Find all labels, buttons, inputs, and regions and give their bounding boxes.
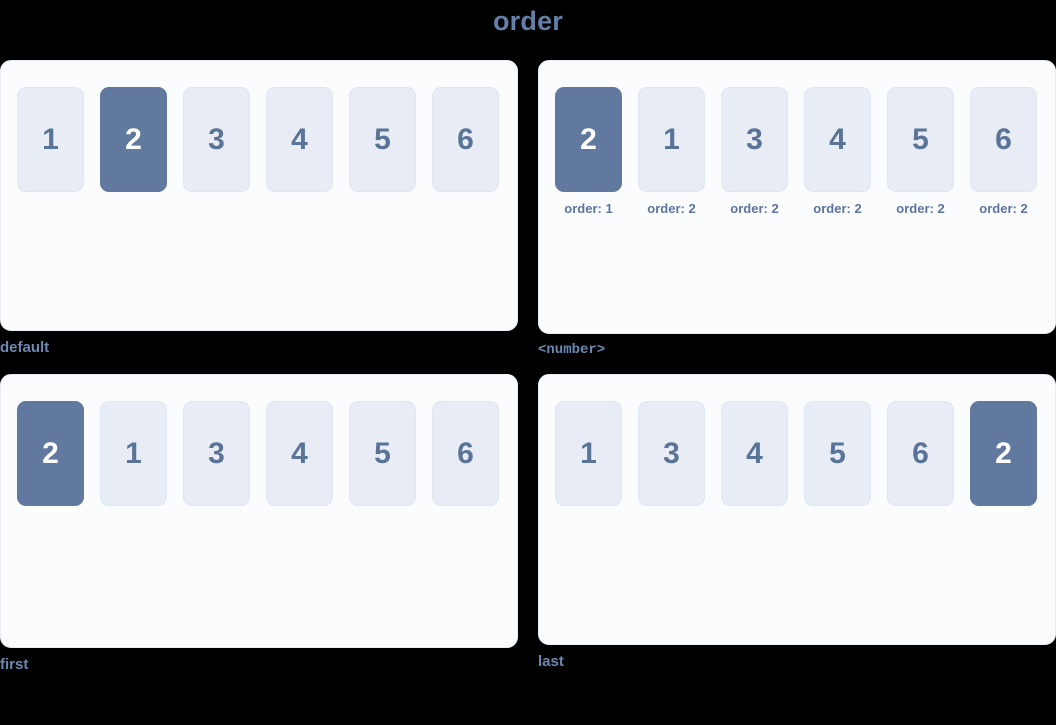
demo-panel: 1 3 4 5 6 2 (538, 374, 1056, 645)
card-item: 1 order: 2 (638, 87, 705, 217)
order-card[interactable]: 6 (432, 401, 499, 506)
demo-label: first (0, 656, 29, 673)
order-card[interactable]: 5 (349, 401, 416, 506)
order-card[interactable]: 4 (721, 401, 788, 506)
demo-grid: 1 2 3 4 5 6 (0, 60, 1056, 674)
order-note: order: 2 (730, 201, 779, 216)
card-item: 1 (100, 401, 167, 506)
order-card[interactable]: 4 (266, 87, 333, 192)
card-item: 1 (17, 87, 84, 192)
demo-last: 1 3 4 5 6 2 (538, 374, 1056, 674)
order-note: order: 2 (896, 201, 945, 216)
card-row: 1 3 4 5 6 2 (555, 401, 1055, 506)
demo-first: 2 1 3 4 5 6 (0, 374, 518, 674)
order-card[interactable]: 6 (887, 401, 954, 506)
demo-number: 2 order: 1 1 order: 2 3 order: 2 4 order… (538, 60, 1056, 360)
order-card-active[interactable]: 2 (555, 87, 622, 192)
demo-label: last (538, 653, 564, 670)
order-card[interactable]: 5 (804, 401, 871, 506)
card-row: 2 1 3 4 5 6 (17, 401, 517, 506)
order-card[interactable]: 3 (183, 401, 250, 506)
order-card[interactable]: 4 (266, 401, 333, 506)
demo-label: default (0, 339, 50, 356)
card-item: 5 (804, 401, 871, 506)
card-row: 2 order: 1 1 order: 2 3 order: 2 4 order… (555, 87, 1055, 217)
demo-panel: 2 order: 1 1 order: 2 3 order: 2 4 order… (538, 60, 1056, 334)
card-item: 6 (887, 401, 954, 506)
order-card[interactable]: 6 (970, 87, 1037, 192)
card-item: 5 order: 2 (887, 87, 954, 217)
demo-panel: 1 2 3 4 5 6 (0, 60, 518, 331)
demo-panel: 2 1 3 4 5 6 (0, 374, 518, 648)
card-item: 2 (17, 401, 84, 506)
order-card[interactable]: 1 (100, 401, 167, 506)
demo-default: 1 2 3 4 5 6 (0, 60, 518, 360)
order-note: order: 2 (979, 201, 1028, 216)
order-card-active[interactable]: 2 (970, 401, 1037, 506)
order-card[interactable]: 3 (721, 87, 788, 192)
order-card[interactable]: 4 (804, 87, 871, 192)
card-item: 4 (266, 401, 333, 506)
card-item: 3 (183, 87, 250, 192)
card-item: 2 (100, 87, 167, 192)
order-card[interactable]: 5 (887, 87, 954, 192)
card-item: 3 (638, 401, 705, 506)
card-item: 4 order: 2 (804, 87, 871, 217)
card-item: 6 (432, 87, 499, 192)
card-item: 1 (555, 401, 622, 506)
card-item: 4 (721, 401, 788, 506)
order-note: order: 2 (813, 201, 862, 216)
demo-label: <number> (538, 342, 606, 358)
card-item: 5 (349, 401, 416, 506)
page-title: order (492, 6, 564, 36)
order-card-active[interactable]: 2 (17, 401, 84, 506)
order-card[interactable]: 6 (432, 87, 499, 192)
card-item: 3 (183, 401, 250, 506)
order-note: order: 2 (647, 201, 696, 216)
card-item: 6 (432, 401, 499, 506)
order-card-active[interactable]: 2 (100, 87, 167, 192)
order-card[interactable]: 5 (349, 87, 416, 192)
card-item: 6 order: 2 (970, 87, 1037, 217)
card-item: 3 order: 2 (721, 87, 788, 217)
card-item: 5 (349, 87, 416, 192)
order-card[interactable]: 1 (17, 87, 84, 192)
order-card[interactable]: 1 (555, 401, 622, 506)
card-item: 4 (266, 87, 333, 192)
order-note: order: 1 (564, 201, 613, 216)
card-row: 1 2 3 4 5 6 (17, 87, 517, 192)
order-card[interactable]: 3 (638, 401, 705, 506)
order-card[interactable]: 1 (638, 87, 705, 192)
order-card[interactable]: 3 (183, 87, 250, 192)
card-item: 2 (970, 401, 1037, 506)
card-item: 2 order: 1 (555, 87, 622, 217)
